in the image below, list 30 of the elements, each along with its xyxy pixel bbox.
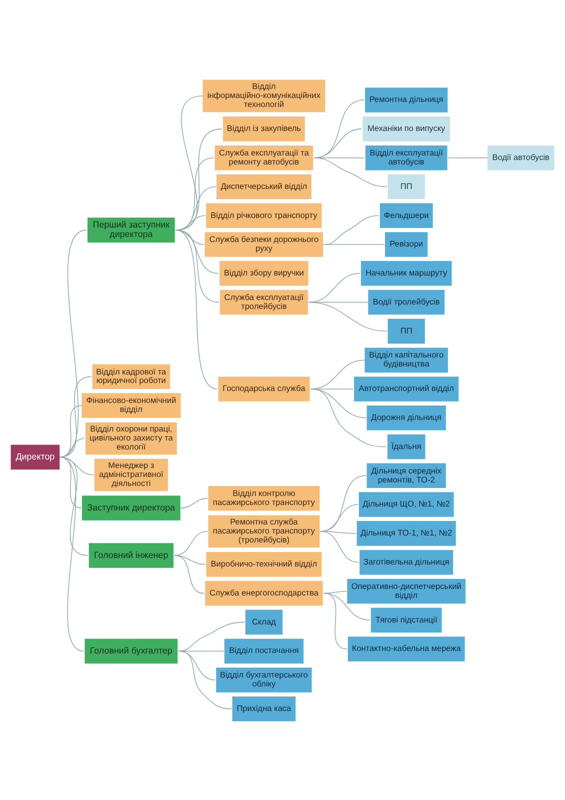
connector bbox=[314, 156, 388, 187]
connector bbox=[176, 156, 214, 230]
node-box: Головний бухгалтер bbox=[84, 638, 178, 663]
node-box: Директор bbox=[10, 444, 60, 469]
connector bbox=[308, 301, 388, 332]
connector bbox=[310, 388, 387, 447]
connector bbox=[176, 229, 219, 274]
connector bbox=[180, 497, 208, 508]
connector bbox=[176, 186, 216, 230]
connector bbox=[176, 229, 220, 302]
node-box: Заступник директора bbox=[82, 495, 180, 520]
connector bbox=[448, 156, 488, 158]
connector bbox=[176, 229, 218, 389]
node-box: Головний інженер bbox=[88, 542, 174, 568]
connector bbox=[174, 530, 208, 556]
connector bbox=[176, 214, 206, 230]
connector bbox=[174, 554, 204, 594]
connector bbox=[59, 438, 85, 457]
connector bbox=[178, 650, 232, 709]
connector bbox=[323, 592, 348, 649]
node-box: Перший заступник директора bbox=[87, 217, 175, 242]
connector bbox=[320, 530, 360, 562]
connector bbox=[178, 621, 246, 651]
connector bbox=[59, 229, 87, 457]
connector bbox=[59, 376, 92, 457]
connector bbox=[59, 456, 84, 651]
connector bbox=[176, 128, 222, 230]
connector bbox=[174, 554, 206, 564]
connector bbox=[178, 650, 224, 651]
connector bbox=[308, 272, 361, 302]
